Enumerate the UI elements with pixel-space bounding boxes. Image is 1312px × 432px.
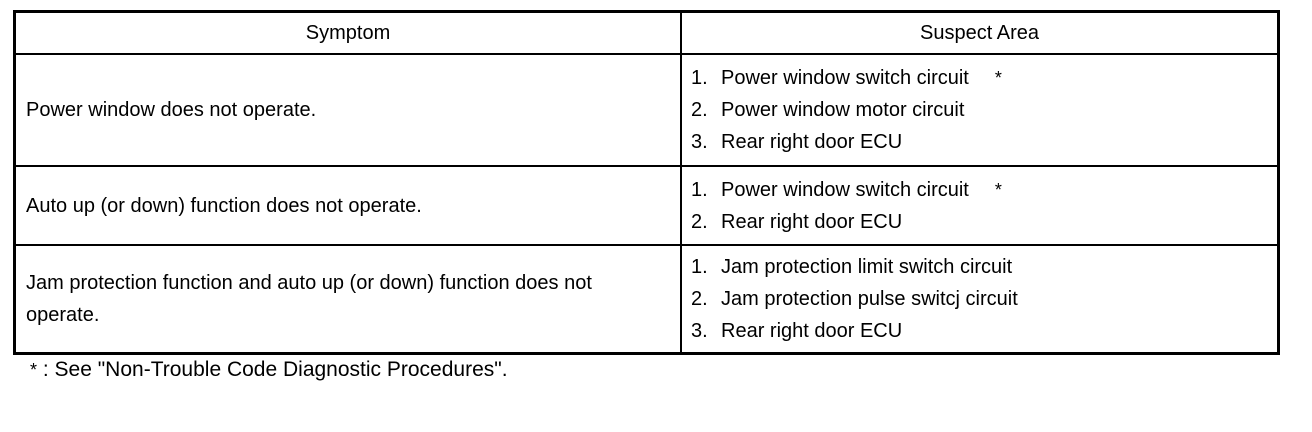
footnote-text: : See "Non-Trouble Code Diagnostic Proce… (42, 358, 508, 381)
suspect-item: 1. Power window switch circuit * (691, 174, 1277, 206)
suspect-item: 3. Rear right door ECU (691, 126, 1277, 158)
item-text: Rear right door ECU (721, 320, 903, 342)
symptom-cell: Auto up (or down) function does not oper… (16, 167, 682, 244)
suspect-item: 2. Power window motor circuit (691, 94, 1277, 126)
asterisk-marker: * (994, 68, 1002, 88)
item-number: 1. (691, 256, 708, 278)
table-row: Power window does not operate. 1. Power w… (16, 53, 1277, 165)
header-suspect-area: Suspect Area (682, 13, 1277, 53)
suspect-item: 1. Jam protection limit switch circuit (691, 251, 1277, 283)
item-text: Jam protection limit switch circuit (721, 256, 1013, 278)
suspect-item: 3. Rear right door ECU (691, 315, 1277, 347)
item-number: 3. (691, 131, 708, 153)
suspect-item: 2. Jam protection pulse switcj circuit (691, 283, 1277, 315)
symptom-cell: Jam protection function and auto up (or … (16, 246, 682, 352)
symptom-text: Auto up (or down) function does not oper… (26, 194, 422, 217)
header-suspect-label: Suspect Area (920, 21, 1039, 44)
item-number: 1. (691, 178, 708, 201)
asterisk-marker: * (994, 179, 1002, 200)
header-symptom: Symptom (16, 13, 682, 53)
item-number: 2. (691, 99, 708, 121)
item-text: Power window switch circuit (721, 67, 969, 89)
asterisk-marker: * (30, 360, 38, 380)
item-text: Power window motor circuit (721, 99, 965, 121)
suspect-area-cell: 1. Jam protection limit switch circuit 2.… (682, 246, 1277, 352)
footnote: * : See "Non-Trouble Code Diagnostic Pro… (30, 358, 508, 382)
item-text: Power window switch circuit (721, 178, 969, 201)
item-number: 2. (691, 210, 708, 233)
diagnostic-table: Symptom Suspect Area Power window does n… (13, 10, 1280, 355)
symptom-text: Power window does not operate. (26, 99, 317, 121)
item-text: Jam protection pulse switcj circuit (721, 288, 1018, 310)
suspect-item: 1. Power window switch circuit * (691, 62, 1277, 94)
suspect-area-cell: 1. Power window switch circuit * 2. Power w… (682, 55, 1277, 165)
header-symptom-label: Symptom (305, 21, 391, 44)
symptom-cell: Power window does not operate. (16, 55, 682, 165)
symptom-text: Jam protection function and auto up (or … (26, 272, 592, 326)
table-header-row: Symptom Suspect Area (16, 13, 1277, 53)
suspect-item: 2. Rear right door ECU (691, 206, 1277, 238)
suspect-area-cell: 1. Power window switch circuit * 2. Rear ri… (682, 167, 1277, 244)
item-text: Rear right door ECU (721, 210, 903, 233)
table-row: Jam protection function and auto up (or … (16, 244, 1277, 352)
item-text: Rear right door ECU (721, 131, 903, 153)
item-number: 2. (691, 288, 708, 310)
table-row: Auto up (or down) function does not oper… (16, 165, 1277, 244)
item-number: 3. (691, 320, 708, 342)
item-number: 1. (691, 67, 708, 89)
